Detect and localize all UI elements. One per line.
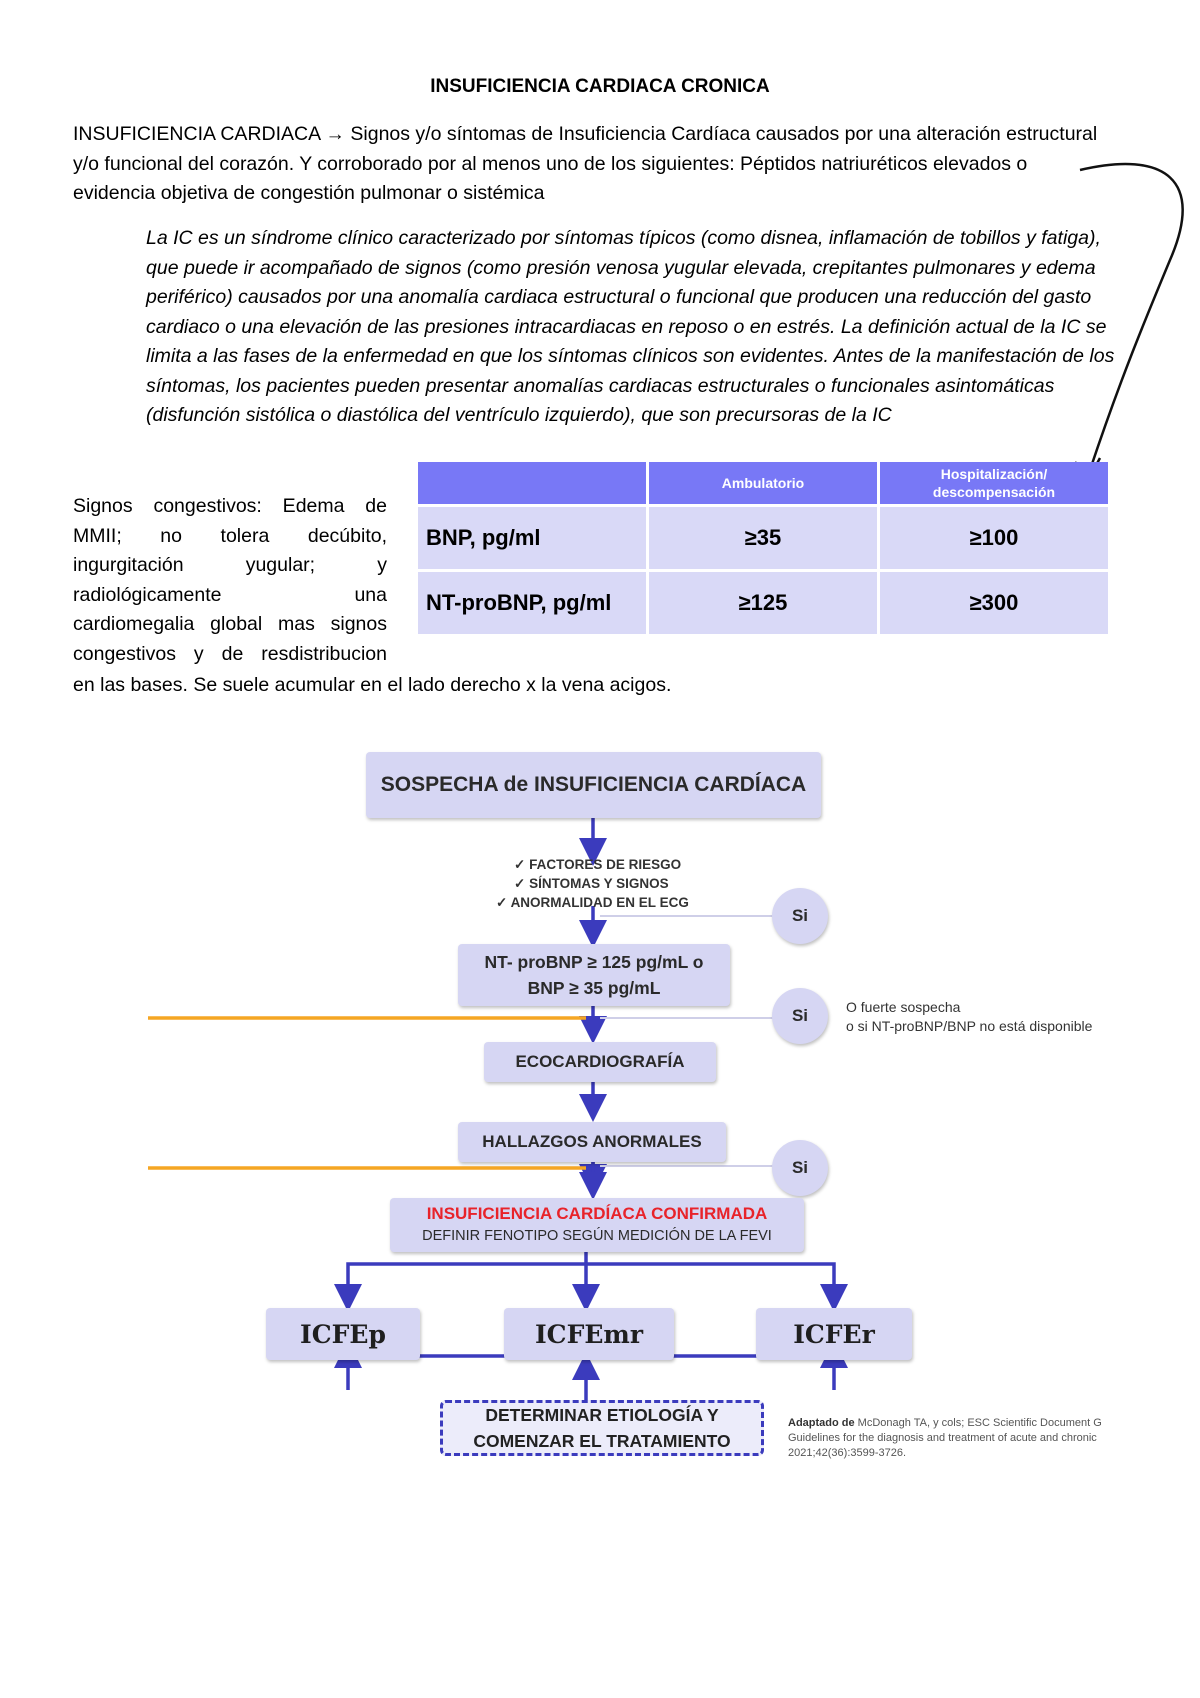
table-header-ambulatorio: Ambulatorio [649, 462, 877, 504]
credit-line: Adaptado de McDonagh TA, y cols; ESC Sci… [788, 1416, 1138, 1431]
ic-confirmada-box: INSUFICIENCIA CARDÍACA CONFIRMADA DEFINI… [390, 1198, 804, 1252]
signos-congestivos: Signos congestivos: Edema de MMII; no to… [73, 492, 387, 670]
row-label: BNP, pg/ml [418, 507, 646, 569]
definition-quote: La IC es un síndrome clínico caracteriza… [146, 227, 1115, 426]
signs-line: cardiomegalia global mas signos [73, 613, 387, 636]
icfer-box: ICFEr [756, 1308, 912, 1360]
table-row: NT-proBNP, pg/ml ≥125 ≥300 [418, 572, 1108, 634]
check-icon: ✓ [496, 895, 508, 910]
si-circle-3: Si [772, 1140, 828, 1196]
source-credit: Adaptado de McDonagh TA, y cols; ESC Sci… [788, 1416, 1138, 1461]
credit-bold: Adaptado de [788, 1417, 855, 1429]
cell-ambulatorio: ≥125 [649, 572, 877, 634]
credit-line: 2021;42(36):3599-3726. [788, 1447, 907, 1459]
signs-line: ingurgitación yugular; y [73, 554, 387, 577]
si-circle-2: Si [772, 988, 828, 1044]
ecocardiografia-box: ECOCARDIOGRAFÍA [484, 1042, 716, 1082]
sospecha-box: SOSPECHA de INSUFICIENCIA CARDÍACA [366, 752, 821, 818]
strong-suspicion-note: O fuerte sospecha o si NT-proBNP/BNP no … [846, 998, 1092, 1036]
icfemr-box: ICFEmr [504, 1308, 674, 1360]
check-item: ✓ ANORMALIDAD EN EL ECG [496, 893, 696, 912]
arrow-right-icon: → [325, 123, 345, 145]
signs-line: MMII; no tolera decúbito, [73, 524, 387, 547]
etiologia-line: COMENZAR EL TRATAMIENTO [473, 1431, 731, 1451]
check-label: ANORMALIDAD EN EL ECG [510, 895, 689, 910]
ntprobnp-box: NT- proBNP ≥ 125 pg/mL o BNP ≥ 35 pg/mL [458, 944, 730, 1006]
credit-line: Guidelines for the diagnosis and treatme… [788, 1432, 1097, 1444]
check-icon: ✓ [514, 876, 526, 891]
credit-text: McDonagh TA, y cols; ESC Scientific Docu… [854, 1417, 1102, 1429]
ntprobnp-line: BNP ≥ 35 pg/mL [527, 978, 661, 998]
cell-hospitalizacion: ≥100 [880, 507, 1108, 569]
criteria-checklist: ✓ FACTORES DE RIESGO ✓ SÍNTOMAS Y SIGNOS… [496, 855, 696, 912]
table-header-row: Ambulatorio Hospitalización/ descompensa… [418, 462, 1108, 504]
definition-text: Signos y/o síntomas de Insuficiencia Car… [73, 123, 1098, 204]
cell-hospitalizacion: ≥300 [880, 572, 1108, 634]
page-title: INSUFICIENCIA CARDIACA CRONICA [430, 76, 770, 97]
confirmada-label: INSUFICIENCIA CARDÍACA CONFIRMADA [426, 1204, 768, 1223]
note-line: O fuerte sospecha [846, 999, 961, 1015]
check-item: ✓ SÍNTOMAS Y SIGNOS [496, 874, 696, 893]
cell-ambulatorio: ≥35 [649, 507, 877, 569]
signs-line: Signos congestivos: Edema de [73, 495, 387, 517]
check-icon: ✓ [514, 857, 526, 872]
check-label: FACTORES DE RIESGO [529, 857, 682, 872]
si-circle-1: Si [772, 888, 828, 944]
hallazgos-box: HALLAZGOS ANORMALES [458, 1122, 726, 1162]
icfep-box: ICFEp [266, 1308, 420, 1360]
signs-line: congestivos y de resdistribucion [73, 642, 387, 665]
natriuretic-peptide-table: Ambulatorio Hospitalización/ descompensa… [415, 459, 1111, 637]
table-header-hospitalizacion: Hospitalización/ descompensación [880, 462, 1108, 504]
table-row: BNP, pg/ml ≥35 ≥100 [418, 507, 1108, 569]
signs-line: radiológicamente una [73, 583, 387, 606]
signs-tail: en las bases. Se suele acumular en el la… [73, 674, 672, 696]
etiologia-line: DETERMINAR ETIOLOGÍA Y [485, 1405, 719, 1425]
note-line: o si NT-proBNP/BNP no está disponible [846, 1018, 1093, 1034]
etiologia-box: DETERMINAR ETIOLOGÍA Y COMENZAR EL TRATA… [440, 1400, 764, 1456]
row-label: NT-proBNP, pg/ml [418, 572, 646, 634]
table-header-empty [418, 462, 646, 504]
check-item: ✓ FACTORES DE RIESGO [496, 855, 696, 874]
definition-paragraph: INSUFICIENCIA CARDIACA → Signos y/o sínt… [73, 120, 1113, 209]
definition-term: INSUFICIENCIA CARDIACA [73, 123, 321, 145]
ntprobnp-line: NT- proBNP ≥ 125 pg/mL o [484, 952, 704, 972]
check-label: SÍNTOMAS Y SIGNOS [529, 876, 669, 891]
fenotipo-label: DEFINIR FENOTIPO SEGÚN MEDICIÓN DE LA FE… [422, 1228, 772, 1244]
